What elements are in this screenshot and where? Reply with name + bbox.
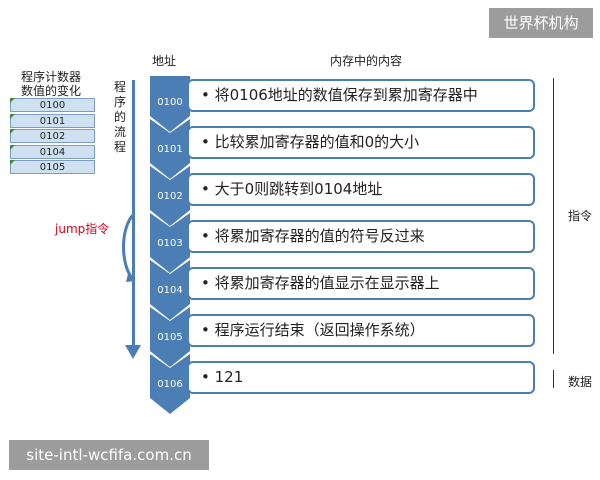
pc-value: 0104 bbox=[10, 144, 95, 159]
watermark-top: 世界杯机构 bbox=[489, 8, 593, 38]
memory-address: 0106 bbox=[157, 379, 183, 390]
jump-label: jump指令 bbox=[55, 222, 110, 236]
bullet-icon: • bbox=[201, 274, 215, 292]
flow-char: 序 bbox=[113, 95, 126, 109]
memory-address: 0101 bbox=[157, 144, 183, 155]
bullet-icon: • bbox=[201, 321, 215, 339]
memory-address: 0104 bbox=[157, 285, 183, 296]
memory-content-box: • 程序运行结束（返回操作系统） bbox=[187, 314, 535, 347]
memory-content-text: 将累加寄存器的值的符号反过来 bbox=[214, 227, 425, 245]
pc-value: 0100 bbox=[10, 98, 95, 112]
chevron-arrow bbox=[150, 166, 190, 226]
bullet-icon: • bbox=[201, 86, 215, 104]
watermark-bottom: site-intl-wcfifa.com.cn bbox=[9, 440, 209, 470]
memory-content-box: • 将累加寄存器的值显示在显示器上 bbox=[187, 267, 535, 300]
memory-content-text: 将0106地址的数值保存到累加寄存器中 bbox=[214, 86, 478, 104]
memory-content-box: • 将0106地址的数值保存到累加寄存器中 bbox=[187, 79, 535, 112]
memory-content-text: 将累加寄存器的值显示在显示器上 bbox=[214, 274, 440, 292]
instructions-bracket bbox=[553, 78, 554, 354]
chevron-arrow bbox=[150, 307, 190, 367]
flow-char: 流 bbox=[113, 125, 126, 139]
flow-char: 程 bbox=[113, 80, 126, 94]
chevron-arrow bbox=[150, 260, 190, 320]
memory-content-text: 大于0则跳转到0104地址 bbox=[214, 180, 383, 198]
content-header: 内存中的内容 bbox=[330, 54, 403, 68]
jump-arc-icon bbox=[122, 212, 136, 282]
program-flow-arrowhead bbox=[125, 345, 141, 359]
data-label: 数据 bbox=[568, 375, 593, 389]
memory-content-box: • 121 bbox=[187, 361, 535, 394]
pc-value: 0102 bbox=[10, 129, 95, 143]
chevron-arrow bbox=[150, 354, 190, 414]
program-counter-title-line1: 程序计数器 bbox=[20, 70, 81, 84]
chevron-arrow bbox=[150, 119, 190, 179]
program-counter-title: 程序计数器 数值的变化 bbox=[12, 70, 90, 98]
program-counter-title-line2: 数值的变化 bbox=[20, 84, 81, 98]
chevron-arrow bbox=[150, 213, 190, 273]
bullet-icon: • bbox=[201, 180, 215, 198]
bullet-icon: • bbox=[201, 227, 215, 245]
program-counter-table: 0100 0101 0102 0104 0105 bbox=[10, 98, 95, 176]
pc-value: 0101 bbox=[10, 113, 95, 128]
memory-content-box: • 将累加寄存器的值的符号反过来 bbox=[187, 220, 535, 253]
bullet-icon: • bbox=[201, 133, 215, 151]
pc-value: 0105 bbox=[10, 160, 95, 174]
data-bracket bbox=[553, 370, 554, 388]
program-flow-label: 程 序 的 流 程 bbox=[113, 80, 127, 155]
memory-address: 0100 bbox=[157, 97, 183, 108]
instructions-label: 指令 bbox=[568, 209, 593, 223]
memory-address: 0103 bbox=[157, 238, 183, 249]
chevron-arrow bbox=[150, 76, 190, 132]
memory-content-text: 比较累加寄存器的值和0的大小 bbox=[214, 133, 420, 151]
flow-char: 程 bbox=[113, 140, 126, 154]
memory-address: 0102 bbox=[157, 191, 183, 202]
address-header: 地址 bbox=[152, 54, 177, 68]
memory-content-text: 121 bbox=[214, 368, 244, 386]
bullet-icon: • bbox=[201, 368, 215, 386]
memory-content-box: • 比较累加寄存器的值和0的大小 bbox=[187, 126, 535, 159]
memory-content-text: 程序运行结束（返回操作系统） bbox=[214, 321, 425, 339]
memory-content-box: • 大于0则跳转到0104地址 bbox=[187, 173, 535, 206]
flow-char: 的 bbox=[113, 110, 126, 124]
memory-address: 0105 bbox=[157, 332, 183, 343]
